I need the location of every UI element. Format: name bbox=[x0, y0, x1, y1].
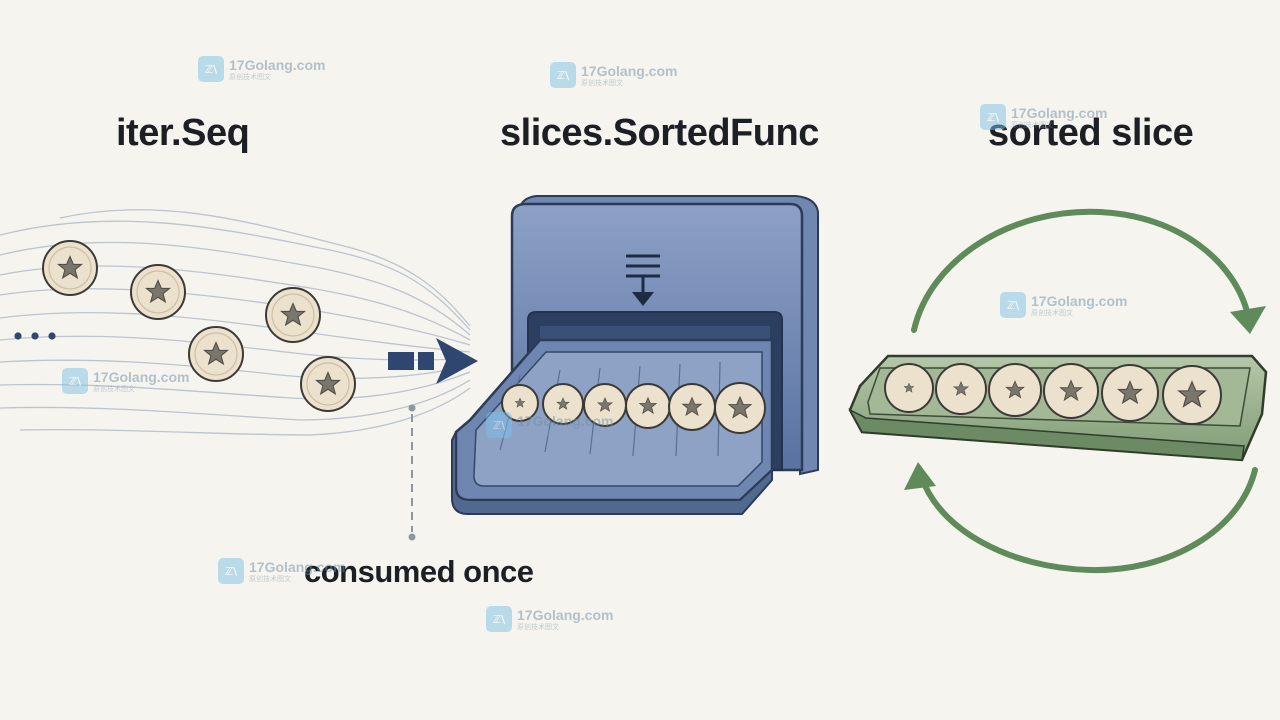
watermark-sub: 原创技术图文 bbox=[229, 72, 271, 81]
star-coin-icon bbox=[935, 363, 987, 415]
watermark-sub: 原创技术图文 bbox=[1011, 120, 1053, 129]
cycle-arrows-icon bbox=[911, 208, 1258, 574]
watermark-sub: 原创技术图文 bbox=[517, 622, 559, 631]
watermark-logo-icon: ℤ\ bbox=[486, 412, 512, 438]
right-arrow-icon bbox=[388, 338, 478, 384]
watermark-name: 17Golang.com bbox=[1031, 292, 1128, 309]
watermark-logo-icon: ℤ\ bbox=[486, 606, 512, 632]
label-sorted-func: slices.SortedFunc bbox=[500, 112, 819, 154]
watermark-name: 17Golang.com bbox=[517, 412, 614, 429]
star-coin-icon bbox=[542, 383, 584, 425]
watermark-logo-icon: ℤ\ bbox=[1000, 292, 1026, 318]
star-coin-icon bbox=[265, 287, 321, 343]
star-coin-icon bbox=[130, 264, 186, 320]
label-iter-seq: iter.Seq bbox=[116, 112, 250, 154]
star-coin-icon bbox=[625, 383, 671, 429]
watermark-sub: 原创技术图文 bbox=[249, 574, 291, 583]
watermark-sub: 原创技术图文 bbox=[517, 428, 559, 437]
star-coin-icon bbox=[501, 384, 539, 422]
star-coin-icon bbox=[668, 383, 716, 431]
label-sorted-slice: sorted slice bbox=[988, 112, 1194, 154]
star-coin-icon bbox=[300, 356, 356, 412]
watermark-name: 17Golang.com bbox=[93, 368, 190, 385]
watermark-logo-icon: ℤ\ bbox=[980, 104, 1006, 130]
watermark-name: 17Golang.com bbox=[1011, 104, 1108, 121]
watermark-sub: 原创技术图文 bbox=[1031, 308, 1073, 317]
consumed-pointer-line bbox=[408, 404, 416, 541]
watermark-logo-icon: ℤ\ bbox=[550, 62, 576, 88]
star-coin-icon bbox=[988, 363, 1042, 417]
star-coin-icon bbox=[1101, 364, 1159, 422]
watermark-sub: 原创技术图文 bbox=[581, 78, 623, 87]
watermark-name: 17Golang.com bbox=[517, 606, 614, 623]
ellipsis-dots bbox=[14, 332, 56, 340]
watermark-name: 17Golang.com bbox=[229, 56, 326, 73]
watermark-sub: 原创技术图文 bbox=[93, 384, 135, 393]
sorting-machine-icon bbox=[451, 195, 819, 515]
star-coin-icon bbox=[42, 240, 98, 296]
watermark-logo-icon: ℤ\ bbox=[198, 56, 224, 82]
watermark-logo-icon: ℤ\ bbox=[62, 368, 88, 394]
watermark-name: 17Golang.com bbox=[581, 62, 678, 79]
star-coin-icon bbox=[1043, 363, 1099, 419]
watermark-logo-icon: ℤ\ bbox=[218, 558, 244, 584]
label-consumed-once: consumed once bbox=[304, 554, 534, 589]
star-coin-icon bbox=[714, 382, 766, 434]
star-coin-icon bbox=[1162, 365, 1222, 425]
watermark-name: 17Golang.com bbox=[249, 558, 346, 575]
star-coin-icon bbox=[188, 326, 244, 382]
star-coin-icon bbox=[884, 363, 934, 413]
